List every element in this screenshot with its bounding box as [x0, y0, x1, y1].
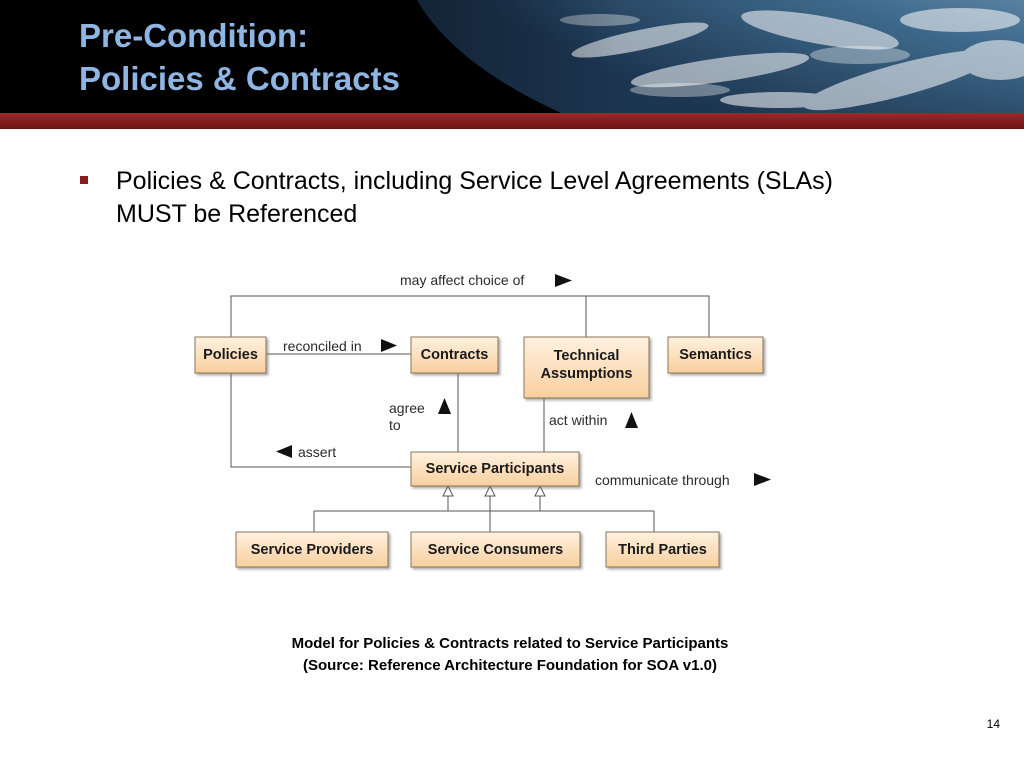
label-to: to	[389, 417, 401, 433]
arrow-right-icon	[381, 339, 397, 352]
bullet-point: Policies & Contracts, including Service …	[116, 165, 976, 231]
label-agree: agree	[389, 400, 425, 416]
box-service-consumers: Service Consumers	[410, 531, 581, 568]
box-third-parties-label: Third Parties	[618, 542, 707, 558]
connector-lines	[230, 295, 710, 532]
arrow-right-icon	[754, 473, 771, 486]
box-technical-assumptions: Technical Assumptions	[523, 336, 650, 399]
direction-arrows	[276, 274, 771, 486]
bullet-square-icon	[80, 176, 88, 184]
label-act-within: act within	[549, 412, 607, 428]
arrow-left-icon	[276, 445, 292, 458]
label-assert: assert	[298, 444, 336, 460]
arrow-up-icon	[438, 398, 451, 414]
box-semantics: Semantics	[667, 336, 764, 374]
bullet-line-1: Policies & Contracts, including Service …	[116, 167, 833, 195]
box-contracts: Contracts	[410, 336, 499, 374]
caption-line-2: (Source: Reference Architecture Foundati…	[303, 657, 717, 674]
generalization-arrows	[442, 484, 546, 497]
bullet-line-2: MUST be Referenced	[116, 200, 358, 228]
slide-header: Pre-Condition: Policies & Contracts	[0, 0, 1024, 113]
header-accent-bar	[0, 113, 1024, 129]
diagram-caption: Model for Policies & Contracts related t…	[180, 633, 840, 677]
title-line-2: Policies & Contracts	[79, 60, 400, 97]
caption-line-1: Model for Policies & Contracts related t…	[291, 635, 729, 652]
box-policies-label: Policies	[203, 347, 258, 363]
box-service-participants: Service Participants	[410, 451, 580, 487]
arrow-up-icon	[625, 412, 638, 428]
label-communicate-through: communicate through	[595, 472, 730, 488]
box-technical-label-line2: Assumptions	[541, 366, 633, 382]
slide-title: Pre-Condition: Policies & Contracts	[79, 14, 400, 100]
box-service-providers-label: Service Providers	[251, 542, 374, 558]
box-policies: Policies	[194, 336, 267, 374]
title-line-1: Pre-Condition:	[79, 17, 309, 54]
box-third-parties: Third Parties	[605, 531, 720, 568]
box-semantics-label: Semantics	[679, 347, 752, 363]
box-service-consumers-label: Service Consumers	[428, 542, 563, 558]
box-service-participants-label: Service Participants	[426, 461, 565, 477]
box-technical-label-line1: Technical	[554, 348, 620, 364]
earth-image	[0, 0, 1024, 113]
label-reconciled-in: reconciled in	[283, 338, 362, 354]
policies-contracts-diagram: may affect choice of reconciled in agree…	[194, 272, 771, 568]
box-service-providers: Service Providers	[235, 531, 389, 568]
arrow-right-icon	[555, 274, 572, 287]
label-may-affect-choice-of: may affect choice of	[400, 272, 524, 288]
page-number: 14	[986, 717, 1000, 731]
box-contracts-label: Contracts	[421, 347, 489, 363]
